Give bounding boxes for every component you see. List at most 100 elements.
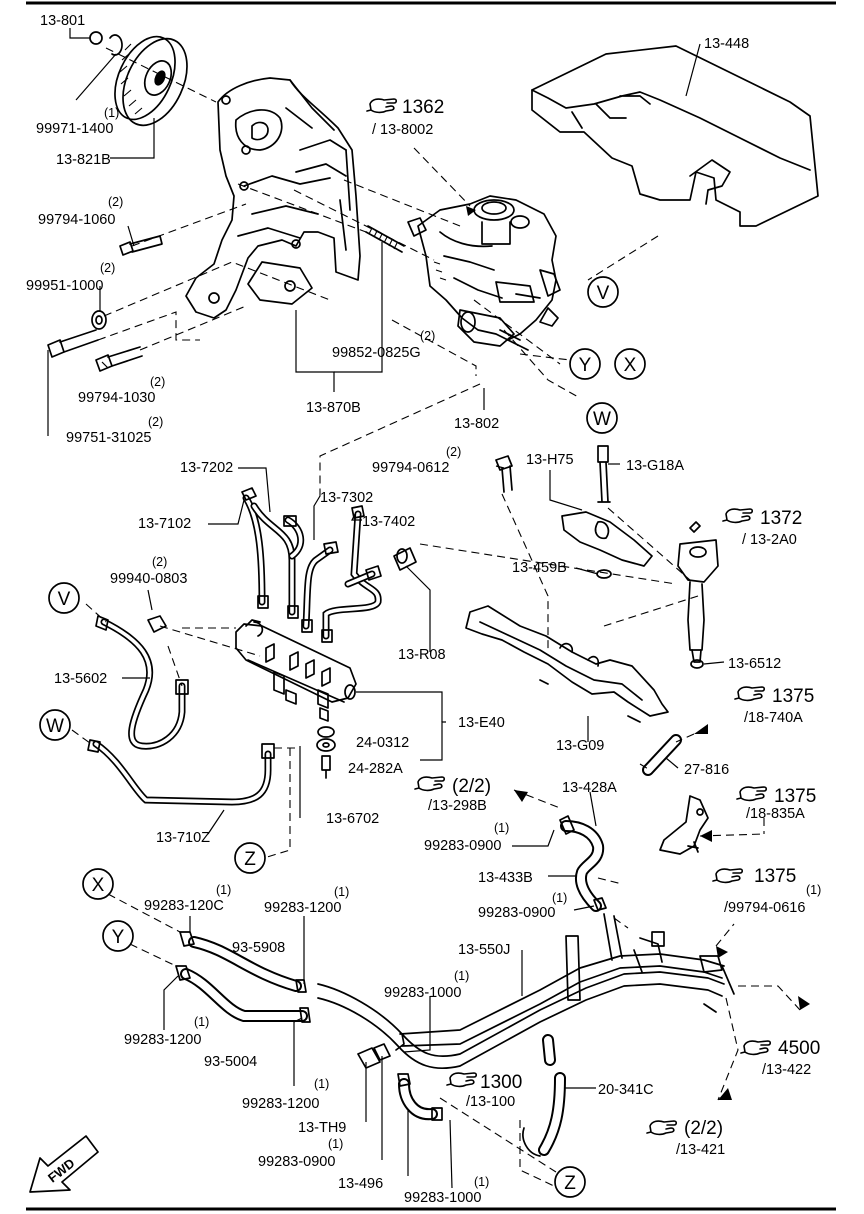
qty: (1) — [806, 883, 821, 897]
callout-v-top: V — [587, 276, 619, 308]
label-99283-0900-b: 99283-0900 — [478, 905, 555, 921]
ref-hand-icon — [414, 776, 446, 792]
label-27-816: 27-816 — [684, 762, 729, 778]
label-13-7202: 13-7202 — [180, 460, 233, 476]
bolts-left — [47, 225, 405, 372]
fwd-label: FWD — [45, 1155, 78, 1185]
label-20-341c: 20-341C — [598, 1082, 654, 1098]
hose-93-5004 — [175, 965, 311, 1023]
label-13-428a: 13-428A — [562, 780, 617, 796]
clip-99940-0803 — [147, 615, 167, 633]
callout-y-bottom-label: Y — [112, 927, 125, 948]
callout-z-mid: Z — [234, 842, 266, 874]
callout-v-left: V — [48, 582, 80, 614]
callout-z-bottom: Z — [554, 1166, 586, 1198]
label-13-g18a: 13-G18A — [626, 458, 684, 474]
label-13-433b: 13-433B — [478, 870, 533, 886]
bracket-18-835a — [659, 795, 709, 855]
label-13-448: 13-448 — [704, 36, 749, 52]
callout-v-top-label: V — [597, 283, 610, 304]
qty: (1) — [216, 883, 231, 897]
label-99971-1400: 99971-1400 — [36, 121, 113, 137]
callout-z-mid-label: Z — [244, 849, 256, 870]
ref-18-835a: /18-835A — [746, 806, 805, 822]
ref-1375-a: 1375 — [772, 686, 814, 707]
timing-pulley — [114, 35, 188, 127]
hose-93-5908 — [179, 931, 307, 993]
label-13-801: 13-801 — [40, 13, 85, 29]
label-99794-0612: 99794-0612 — [372, 460, 449, 476]
label-24-0312: 24-0312 — [356, 735, 409, 751]
callout-w-left-label: W — [46, 716, 64, 737]
callout-x-bottom-label: X — [92, 875, 105, 896]
label-99283-1200-a: 99283-120C — [144, 898, 224, 914]
callout-v-left-label: V — [58, 589, 71, 610]
fuel-rail — [235, 619, 357, 722]
nut-13-801 — [89, 31, 123, 56]
fwd-arrow: FWD — [29, 1135, 99, 1193]
qty: (1) — [552, 891, 567, 905]
label-13-550j: 13-550J — [458, 942, 510, 958]
label-99951-1000: 99951-1000 — [26, 278, 103, 294]
label-99283-0900-a: 99283-0900 — [424, 838, 501, 854]
label-99283-1200-d: 99283-1200 — [242, 1096, 319, 1112]
ref-hand-icon — [734, 686, 766, 702]
dashed-connectors — [71, 47, 801, 1187]
label-99940-0803: 99940-0803 — [110, 571, 187, 587]
qty: (2) — [420, 329, 435, 343]
ref-hand-icon — [646, 1120, 678, 1136]
ref-13-8002: / 13-8002 — [372, 122, 433, 138]
ref-2-2-a: (2/2) — [452, 776, 491, 797]
ref-13-100: /13-100 — [466, 1094, 515, 1110]
label-13-710z: 13-710Z — [156, 830, 210, 846]
ref-hand-icon — [722, 508, 754, 524]
label-13-7402: 13-7402 — [362, 514, 415, 530]
ref-1375-b: 1375 — [774, 786, 816, 807]
label-13-6512: 13-6512 — [728, 656, 781, 672]
label-13-459b: 13-459B — [512, 560, 567, 576]
pump-bracket — [185, 77, 361, 319]
label-13-870b: 13-870B — [306, 400, 361, 416]
qty: (2) — [108, 195, 123, 209]
hose-13-428a — [559, 815, 607, 912]
label-13-e40: 13-E40 — [458, 715, 505, 731]
pipe-13-710z — [87, 739, 275, 806]
qty: (1) — [314, 1077, 329, 1091]
qty: (1) — [474, 1175, 489, 1189]
callout-y-top-label: Y — [579, 355, 592, 376]
callout-x-top-label: X — [624, 355, 637, 376]
ref-hand-icon — [736, 786, 768, 802]
label-99852-0825g: 99852-0825G — [332, 345, 421, 361]
ref-1372: 1372 — [760, 508, 802, 529]
label-13-496: 13-496 — [338, 1176, 383, 1192]
label-24-282a: 24-282A — [348, 761, 403, 777]
label-99794-1030: 99794-1030 — [78, 390, 155, 406]
small-hoses — [357, 1033, 566, 1157]
label-99283-1200-c: 99283-1200 — [124, 1032, 201, 1048]
qty: (1) — [194, 1015, 209, 1029]
qty: (2) — [152, 555, 167, 569]
ref-hand-icon — [740, 1040, 772, 1056]
ref-1300: 1300 — [480, 1072, 522, 1093]
heat-shield-13-g09 — [465, 605, 669, 723]
injector-nozzle — [677, 521, 719, 669]
callout-y-bottom: Y — [102, 920, 134, 952]
label-13-r08: 13-R08 — [398, 647, 446, 663]
callout-w-left: W — [39, 709, 71, 741]
qty: (2) — [100, 261, 115, 275]
leader-lines — [47, 28, 725, 1189]
qty: (1) — [104, 106, 119, 120]
label-13-7102: 13-7102 — [138, 516, 191, 532]
pipe-13-5602 — [95, 615, 189, 750]
qty: (2) — [148, 415, 163, 429]
callout-x-bottom: X — [82, 868, 114, 900]
label-99283-0900-c: 99283-0900 — [258, 1154, 335, 1170]
ref-99794-0616: /99794-0616 — [724, 900, 805, 916]
label-13-6702: 13-6702 — [326, 811, 379, 827]
callout-y-top: Y — [569, 348, 601, 380]
label-13-h75: 13-H75 — [526, 452, 574, 468]
ref-hand-icon — [446, 1072, 478, 1088]
hose-27-816 — [642, 734, 682, 776]
label-99794-1060: 99794-1060 — [38, 212, 115, 228]
